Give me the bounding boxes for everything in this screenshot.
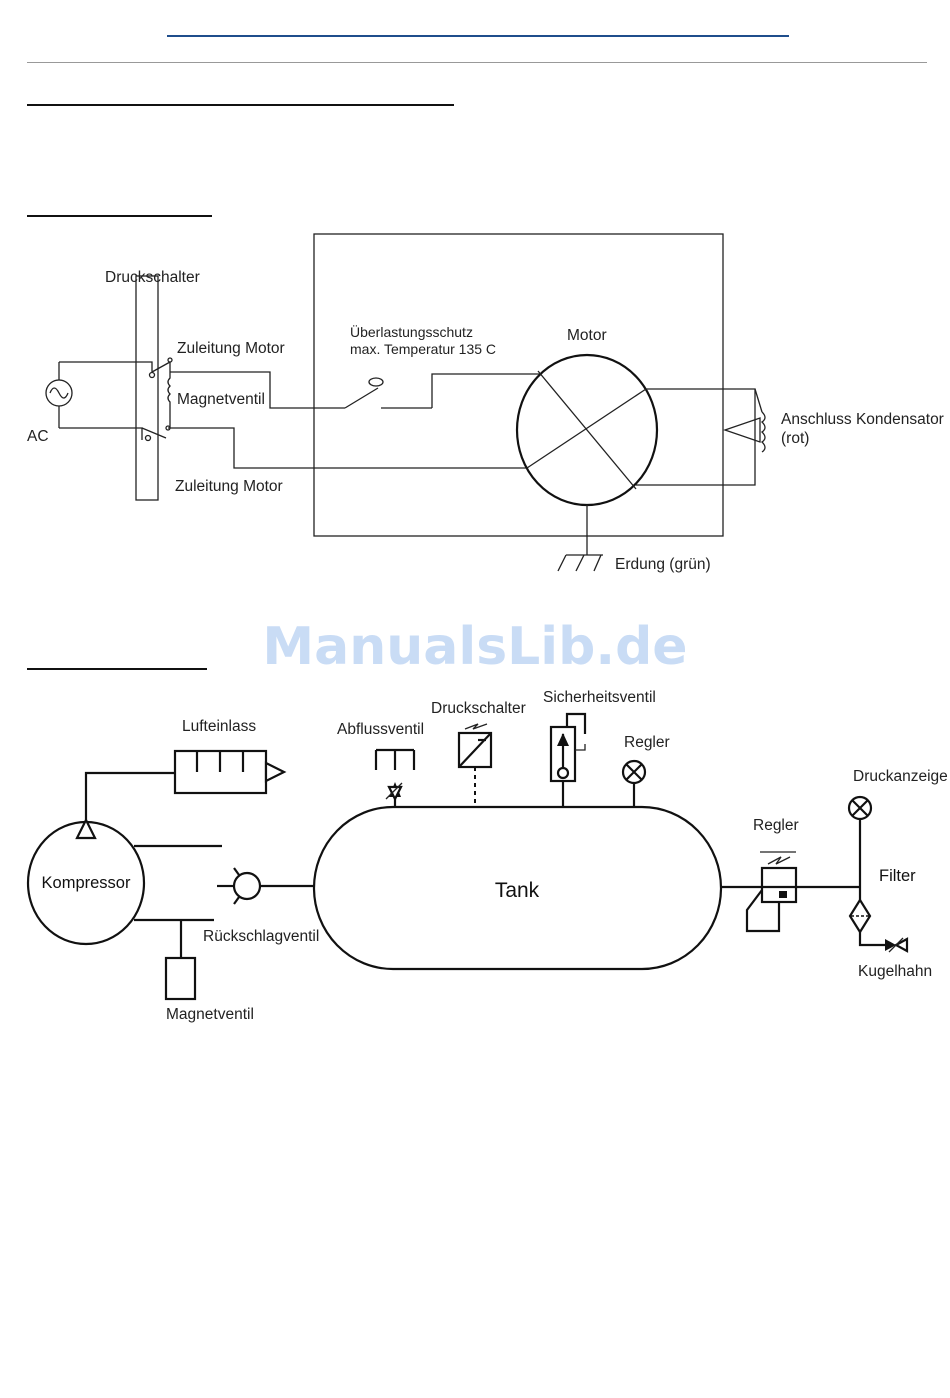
label-capacitor-red: (rot) <box>781 430 809 447</box>
thermal-overload-icon <box>344 377 432 409</box>
regulator-icon <box>745 851 798 933</box>
label-solenoid-valve: Magnetventil <box>177 391 265 408</box>
label-check-valve: Rückschlagventil <box>203 928 319 945</box>
wiring-heading-rule <box>27 215 212 217</box>
safety-valve-icon <box>549 712 587 807</box>
ac-source-icon <box>45 362 73 428</box>
label-air-inlet: Lufteinlass <box>182 718 256 735</box>
filter-icon <box>848 897 885 947</box>
solenoid-valve-icon <box>164 956 197 1001</box>
tank-icon <box>312 805 723 971</box>
label-ground: Erdung (grün) <box>615 556 711 573</box>
pneumatic-diagram: Kompressor Lufteinlass Magnetventil Rück… <box>26 689 948 1023</box>
label-tank: Tank <box>495 879 540 902</box>
label-compressor: Kompressor <box>42 874 131 892</box>
label-supply-motor-top: Zuleitung Motor <box>177 340 285 357</box>
header-link-rule <box>167 35 789 37</box>
label-safety-valve: Sicherheitsventil <box>543 689 656 706</box>
motor-icon <box>515 353 659 507</box>
section-heading-rule <box>27 104 454 106</box>
label-capacitor-connection: Anschluss Kondensator <box>781 411 944 428</box>
label-overload-protection: Überlastungsschutz <box>350 323 473 340</box>
pressure-switch-bar <box>135 275 159 501</box>
label-pressure-switch: Druckschalter <box>105 269 200 286</box>
label-pressure-gauge: Druckanzeige <box>853 768 948 785</box>
ball-valve-icon <box>885 937 909 953</box>
label-drain-valve: Abflussventil <box>337 721 424 738</box>
label-filter: Filter <box>879 867 916 885</box>
pneumatic-heading-rule <box>27 668 207 670</box>
ground-icon <box>557 554 603 572</box>
pressure-switch-icon <box>457 723 493 807</box>
tank-gauge-icon <box>621 759 647 807</box>
motor-housing <box>313 233 724 537</box>
check-valve-icon <box>217 867 262 905</box>
label-overload-temperature: max. Temperatur 135 C <box>350 341 496 357</box>
air-inlet-icon <box>173 749 287 795</box>
label-regulator-top: Regler <box>624 734 670 751</box>
header-divider <box>27 62 927 63</box>
label-solenoid-valve: Magnetventil <box>166 1006 254 1023</box>
label-motor: Motor <box>567 327 607 344</box>
label-pressure-switch: Druckschalter <box>431 700 526 717</box>
wiring-diagram: Druckschalter AC Zuleitung Motor Magnetv… <box>27 233 944 573</box>
drain-valve-icon <box>374 748 416 807</box>
label-regulator: Regler <box>753 817 799 834</box>
watermark-logo: ManualsLib.de <box>262 617 687 677</box>
label-supply-motor-bottom: Zuleitung Motor <box>175 478 283 495</box>
label-ball-valve: Kugelhahn <box>858 963 932 980</box>
pressure-gauge-icon <box>847 795 873 900</box>
capacitor-icon <box>722 388 766 453</box>
label-ac: AC <box>27 428 49 445</box>
